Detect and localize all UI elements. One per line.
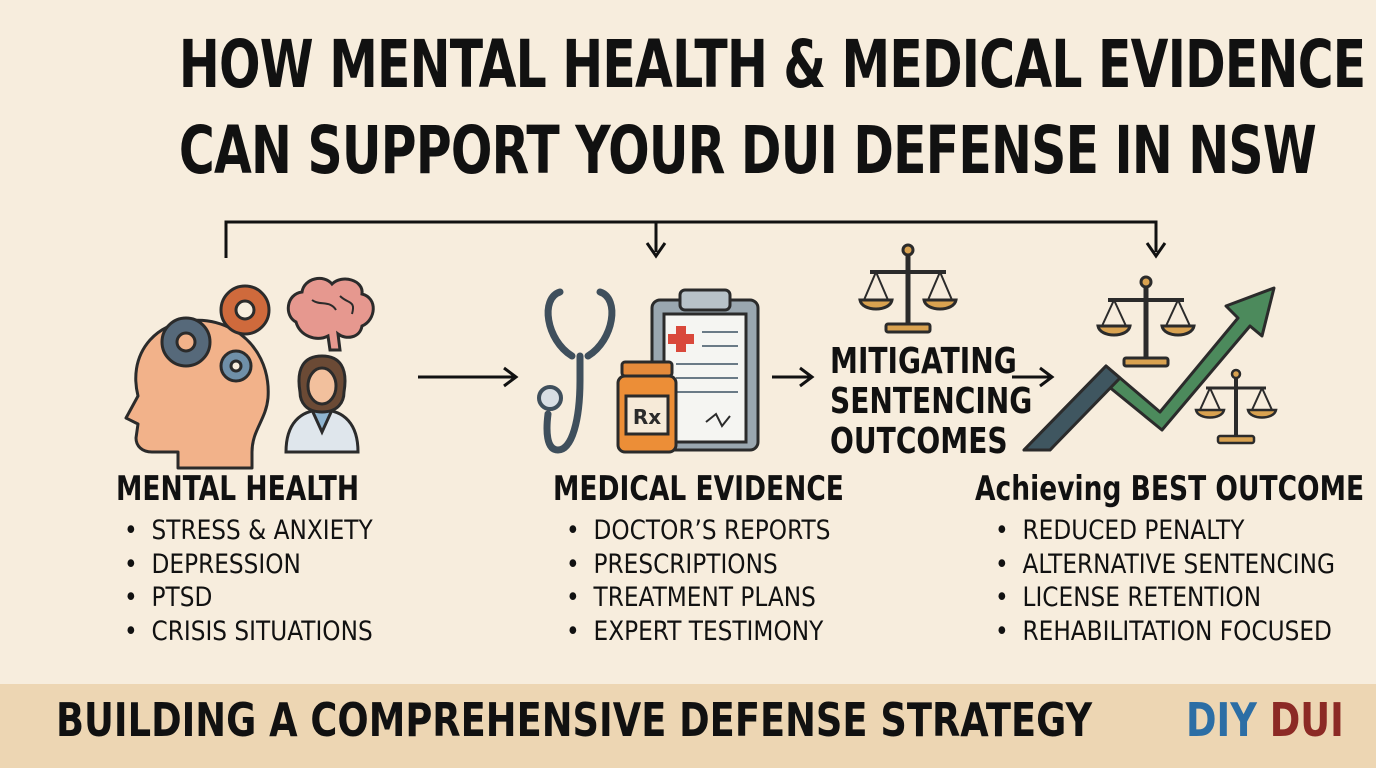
diy-dui-logo: DIY DUI bbox=[1186, 697, 1344, 743]
list-item: PRESCRIPTIONS bbox=[566, 548, 830, 582]
list-item: EXPERT TESTIMONY bbox=[566, 615, 830, 649]
page-title-line-2: CAN SUPPORT YOUR DUI DEFENSE IN NSW bbox=[178, 112, 1317, 189]
flow-arrow-1 bbox=[418, 366, 519, 388]
mental-health-list: STRESS & ANXIETY DEPRESSION PTSD CRISIS … bbox=[124, 514, 413, 648]
mid-label-line: OUTCOMES bbox=[830, 421, 1008, 462]
mid-label-line: SENTENCING bbox=[830, 381, 1033, 422]
list-item: TREATMENT PLANS bbox=[566, 581, 830, 615]
list-item: DEPRESSION bbox=[124, 548, 373, 582]
scales-icon bbox=[1096, 275, 1196, 368]
medical-evidence-list: DOCTOR’S REPORTS PRESCRIPTIONS TREATMENT… bbox=[566, 514, 873, 648]
top-connector bbox=[224, 220, 1167, 259]
scales-icon bbox=[858, 243, 958, 334]
brain-icon bbox=[286, 276, 375, 352]
mental-health-heading: MENTAL HEALTH bbox=[116, 469, 360, 509]
list-item: STRESS & ANXIETY bbox=[124, 514, 373, 548]
list-item: ALTERNATIVE SENTENCING bbox=[995, 548, 1335, 582]
logo-part-dui: DUI bbox=[1269, 693, 1344, 747]
list-item: REHABILITATION FOCUSED bbox=[995, 615, 1335, 649]
flow-arrow-3 bbox=[1012, 366, 1055, 388]
list-item: REDUCED PENALTY bbox=[995, 514, 1335, 548]
page-title-line-1: HOW MENTAL HEALTH & MEDICAL EVIDENCE bbox=[178, 26, 1366, 103]
mitigating-sentencing-label: MITIGATING SENTENCING OUTCOMES bbox=[830, 341, 1033, 462]
best-outcome-list: REDUCED PENALTY ALTERNATIVE SENTENCING L… bbox=[995, 514, 1376, 648]
doctor-icon bbox=[284, 354, 360, 454]
best-outcome-heading: Achieving BEST OUTCOME bbox=[975, 469, 1365, 509]
flow-arrow-2 bbox=[772, 366, 815, 388]
svg-text:Rx: Rx bbox=[633, 405, 661, 429]
list-item: CRISIS SITUATIONS bbox=[124, 615, 373, 649]
rising-arrow-icon bbox=[1022, 286, 1276, 452]
stethoscope-icon bbox=[537, 288, 616, 454]
prescription-bottle-icon: Rx bbox=[616, 360, 678, 454]
clipboard-icon bbox=[650, 288, 760, 452]
scales-icon bbox=[1194, 368, 1278, 445]
list-item: PTSD bbox=[124, 581, 373, 615]
head-with-gears-icon bbox=[124, 284, 271, 470]
list-item: LICENSE RETENTION bbox=[995, 581, 1335, 615]
medical-evidence-heading: MEDICAL EVIDENCE bbox=[553, 469, 844, 509]
footer-tagline: BUILDING A COMPREHENSIVE DEFENSE STRATEG… bbox=[56, 693, 1093, 747]
footer-band bbox=[0, 684, 1376, 768]
mid-label-line: MITIGATING bbox=[830, 341, 1017, 382]
list-item: DOCTOR’S REPORTS bbox=[566, 514, 831, 548]
logo-part-diy: DIY bbox=[1186, 693, 1257, 747]
